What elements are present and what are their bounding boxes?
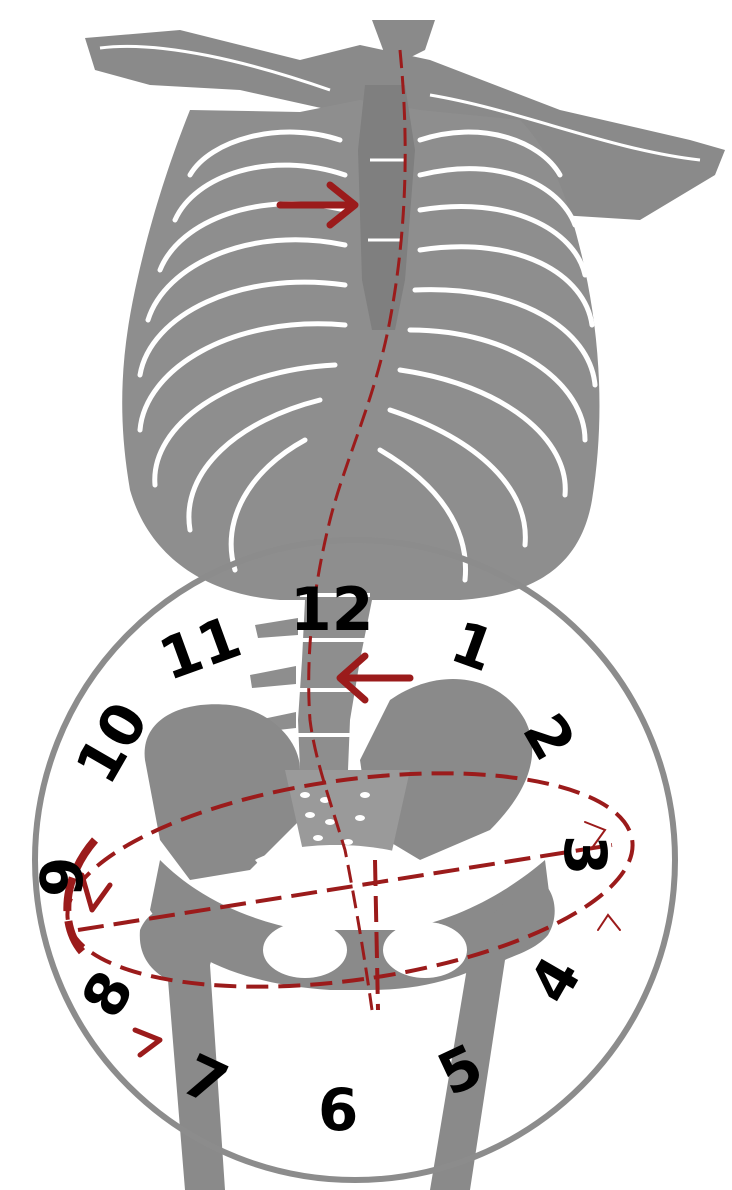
- clock-number-1: 1: [443, 608, 504, 686]
- clock-number-3: 3: [551, 835, 619, 875]
- clock-number-11: 11: [150, 602, 249, 694]
- clock-number-6: 6: [318, 1076, 358, 1144]
- clock-number-12: 12: [290, 575, 374, 645]
- clock-number-9: 9: [28, 857, 96, 897]
- clock-number-4: 4: [516, 945, 595, 1014]
